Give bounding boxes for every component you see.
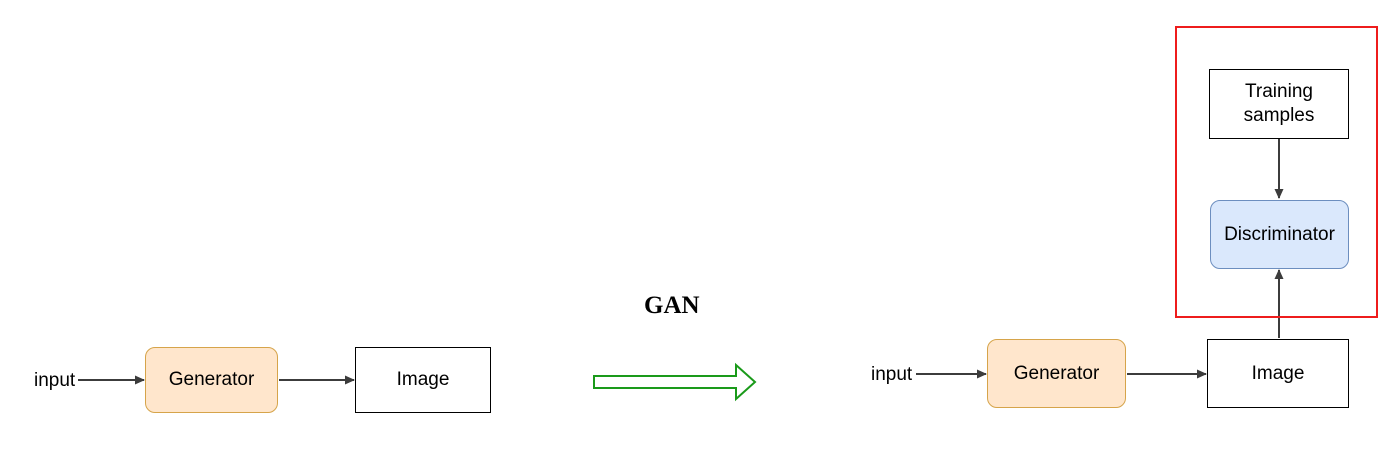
right-input-label: input <box>871 364 913 385</box>
diagram-title: GAN <box>644 292 700 319</box>
right-image-node: Image <box>1207 339 1349 408</box>
left-image-node: Image <box>355 347 491 413</box>
right-image-label: Image <box>1251 362 1305 384</box>
training-samples-label-line1: Training <box>1245 81 1313 102</box>
training-samples-label-line2: samples <box>1243 105 1315 126</box>
discriminator-node: Discriminator <box>1210 200 1349 269</box>
left-image-label: Image <box>396 369 450 390</box>
discriminator-label: Discriminator <box>1224 223 1335 245</box>
right-generator-label: Generator <box>1013 362 1100 384</box>
training-samples-node: Training samples <box>1209 69 1349 139</box>
left-input-label: input <box>34 370 76 391</box>
right-generator-node: Generator <box>987 339 1126 408</box>
discriminator-highlight-frame <box>1175 26 1378 318</box>
left-generator-label: Generator <box>168 369 255 390</box>
left-generator-node: Generator <box>145 347 278 413</box>
transition-arrow-icon <box>593 362 757 402</box>
